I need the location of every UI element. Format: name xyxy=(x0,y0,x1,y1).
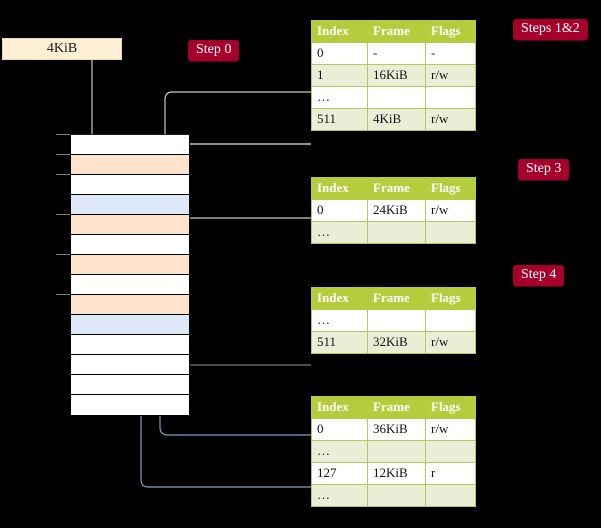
table-cell-index: 0 xyxy=(311,199,368,222)
badge-step-0: Step 0 xyxy=(188,40,240,61)
table-cell-frame: 36KiB xyxy=(367,418,426,441)
table-cell-flags: r/w xyxy=(425,331,476,354)
physical-memory-column xyxy=(70,134,190,416)
memory-frame-row xyxy=(71,315,189,335)
table-cell-flags xyxy=(425,221,476,244)
wire-l3-row0-to-memory xyxy=(175,217,311,265)
column-header-index: Index xyxy=(311,20,368,43)
memory-frame-row xyxy=(71,255,189,275)
table-cell-frame: 16KiB xyxy=(367,64,426,87)
column-header-frame: Frame xyxy=(367,177,426,200)
table-cell-flags xyxy=(425,440,476,463)
table-cell-frame xyxy=(367,484,426,507)
memory-frame-row xyxy=(71,335,189,355)
table-row: … xyxy=(311,484,476,507)
column-header-flags: Flags xyxy=(425,177,476,200)
column-header-flags: Flags xyxy=(425,396,476,419)
memory-frame-row xyxy=(71,375,189,395)
table-row: … xyxy=(311,309,476,332)
table-cell-index: 511 xyxy=(311,108,368,131)
column-header-flags: Flags xyxy=(425,20,476,43)
table-cell-index: … xyxy=(311,309,368,332)
table-cell-frame: 32KiB xyxy=(367,331,426,354)
column-header-flags: Flags xyxy=(425,287,476,310)
table-cell-frame: - xyxy=(367,42,426,65)
table-row: … xyxy=(311,440,476,463)
table-cell-index: … xyxy=(311,86,368,109)
table-cell-index: … xyxy=(311,484,368,507)
memory-tick xyxy=(56,254,70,255)
table-cell-frame: 12KiB xyxy=(367,462,426,485)
column-header-frame: Frame xyxy=(367,20,426,43)
memory-frame-row xyxy=(71,235,189,255)
table-cell-flags xyxy=(425,86,476,109)
memory-frame-row xyxy=(71,175,189,195)
table-cell-flags xyxy=(425,484,476,507)
memory-frame-row xyxy=(71,355,189,375)
memory-frame-row xyxy=(71,215,189,235)
table-cell-flags: - xyxy=(425,42,476,65)
column-header-index: Index xyxy=(311,396,368,419)
table-cell-index: 0 xyxy=(311,418,368,441)
wire-4kib-to-memory xyxy=(61,47,95,149)
table-cell-frame: 24KiB xyxy=(367,199,426,222)
memory-tick xyxy=(56,134,70,135)
memory-tick xyxy=(56,294,70,295)
badge-step-3: Step 3 xyxy=(518,159,570,180)
memory-tick xyxy=(56,214,70,215)
wire-l2-row511-to-memory xyxy=(175,314,311,366)
table-cell-frame xyxy=(367,86,426,109)
column-header-frame: Frame xyxy=(367,287,426,310)
badge-step-4: Step 4 xyxy=(513,265,565,286)
table-cell-index: 511 xyxy=(311,331,368,354)
size-label-4kib: 4KiB xyxy=(2,38,122,60)
table-cell-index: … xyxy=(311,440,368,463)
table-cell-index: … xyxy=(311,221,368,244)
table-row: … xyxy=(311,221,476,244)
table-cell-frame xyxy=(367,440,426,463)
table-cell-frame: 4KiB xyxy=(367,108,426,131)
table-cell-flags: r/w xyxy=(425,64,476,87)
column-header-index: Index xyxy=(311,287,368,310)
table-cell-flags: r/w xyxy=(425,418,476,441)
wire-l4-row511-left xyxy=(177,143,311,153)
table-cell-index: 1 xyxy=(311,64,368,87)
memory-frame-row xyxy=(71,155,189,175)
table-cell-flags xyxy=(425,309,476,332)
table-cell-flags: r/w xyxy=(425,108,476,131)
memory-frame-row xyxy=(71,195,189,215)
table-cell-index: 0 xyxy=(311,42,368,65)
wire-l4-row511-to-memory xyxy=(176,143,311,152)
memory-frame-row xyxy=(71,275,189,295)
table-row: … xyxy=(311,86,476,109)
column-header-frame: Frame xyxy=(367,396,426,419)
memory-frame-row xyxy=(71,395,189,415)
table-cell-flags: r xyxy=(425,462,476,485)
memory-tick xyxy=(56,174,70,175)
memory-frame-row xyxy=(71,295,189,315)
badge-steps-1-2: Steps 1&2 xyxy=(513,19,588,40)
memory-tick xyxy=(56,154,70,155)
table-row: 0-- xyxy=(311,42,476,65)
memory-frame-row xyxy=(71,135,189,155)
table-cell-frame xyxy=(367,221,426,244)
table-cell-index: 127 xyxy=(311,462,368,485)
column-header-index: Index xyxy=(311,177,368,200)
table-cell-flags: r/w xyxy=(425,199,476,222)
table-cell-frame xyxy=(367,309,426,332)
